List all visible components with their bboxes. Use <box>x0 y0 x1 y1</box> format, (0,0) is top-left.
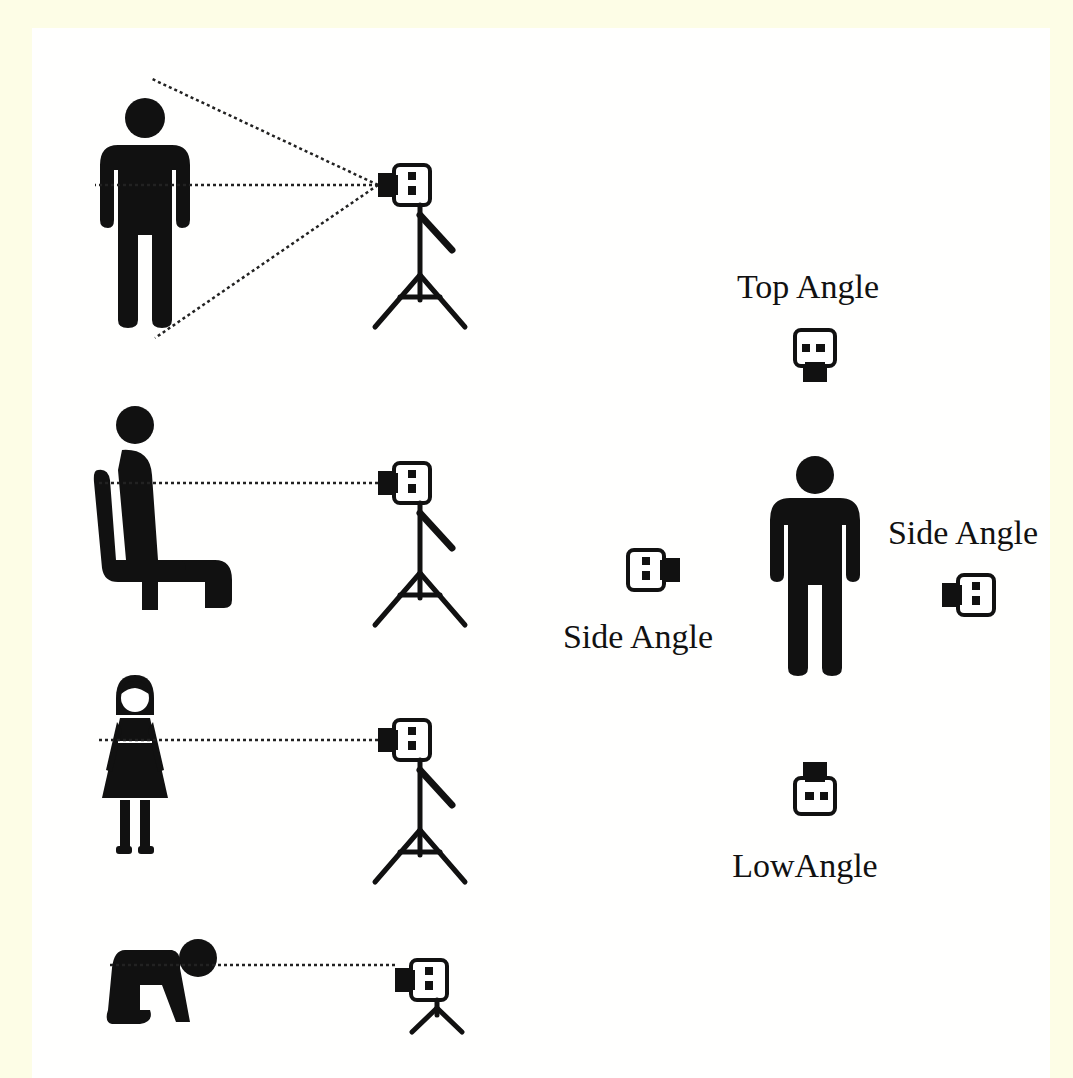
angle-label: LowAngle <box>732 849 877 883</box>
angle-label: Side Angle <box>563 620 713 654</box>
angle-label: Side Angle <box>888 516 1038 550</box>
angle-label: Top Angle <box>737 270 879 304</box>
